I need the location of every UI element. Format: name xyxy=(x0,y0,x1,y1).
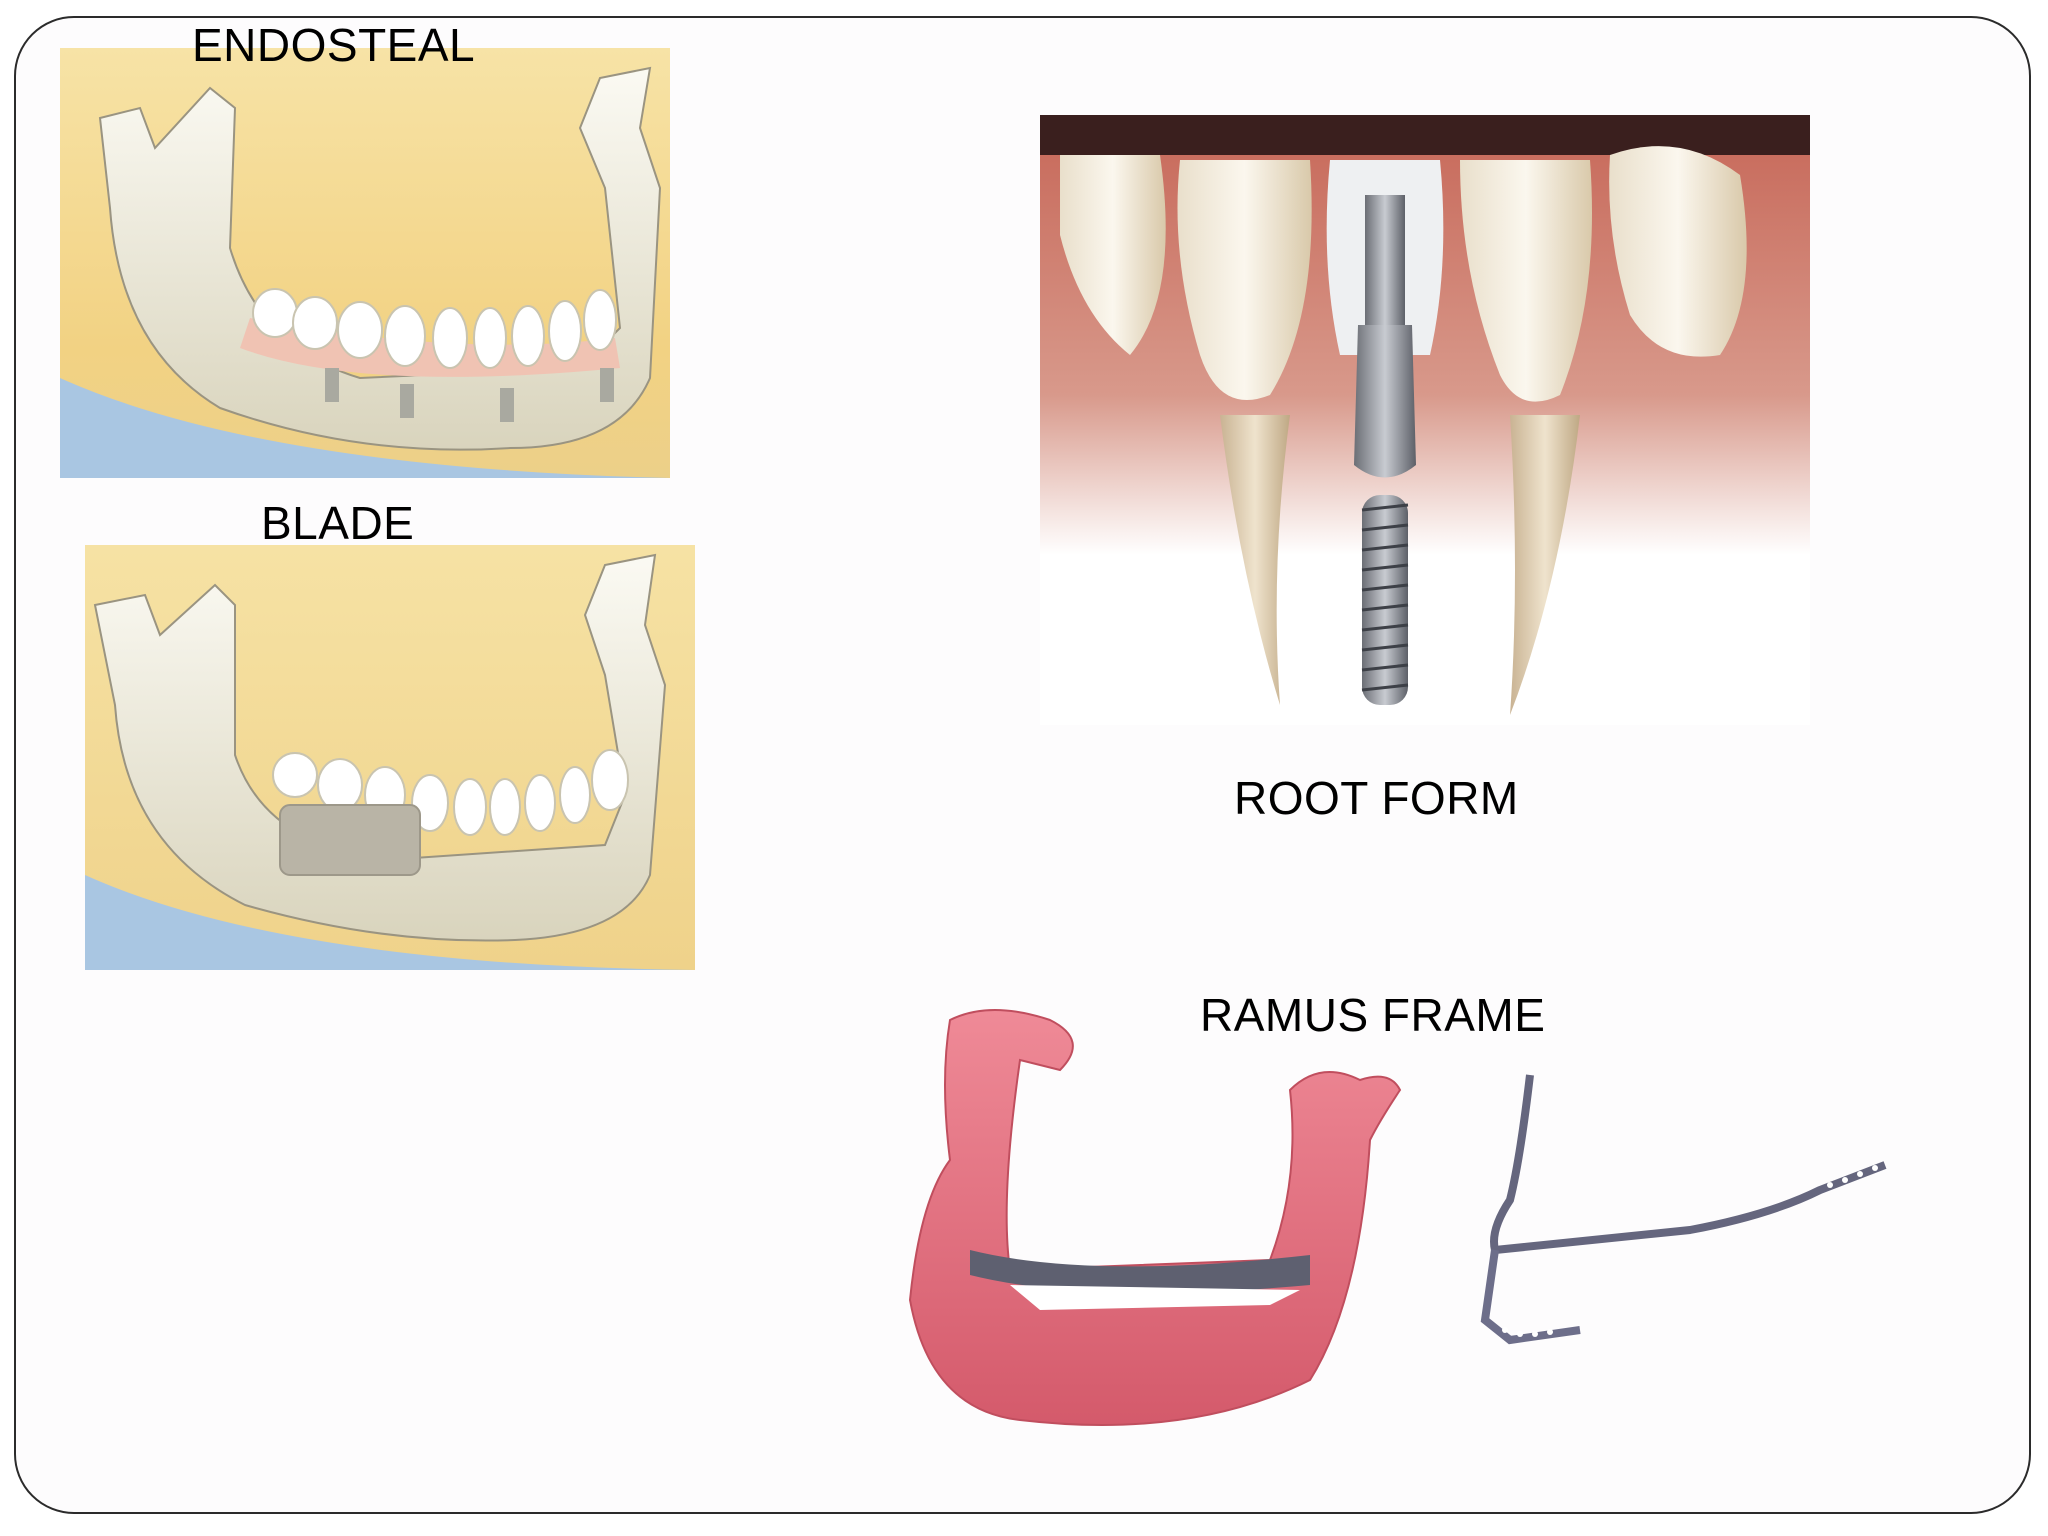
endosteal-illustration xyxy=(60,48,670,478)
root-form-illustration xyxy=(1040,115,1810,725)
blade-illustration xyxy=(85,545,695,970)
root-form-label: ROOT FORM xyxy=(1234,772,1519,824)
blade-label: BLADE xyxy=(261,497,415,549)
ramus-frame-illustration xyxy=(890,1000,1940,1460)
ramus-frame-label: RAMUS FRAME xyxy=(1200,989,1546,1041)
endosteal-label: ENDOSTEAL xyxy=(192,19,476,71)
